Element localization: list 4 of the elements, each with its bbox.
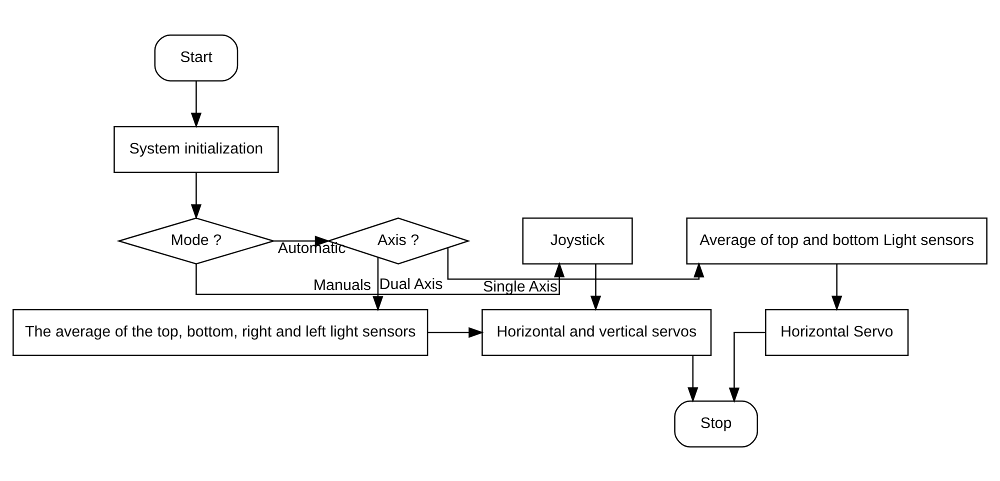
edge-label: Dual Axis <box>379 276 443 293</box>
edge-label: Manuals <box>313 276 371 294</box>
edge-label: Automatic <box>278 240 346 257</box>
edge-label: Single Axis <box>482 278 558 295</box>
